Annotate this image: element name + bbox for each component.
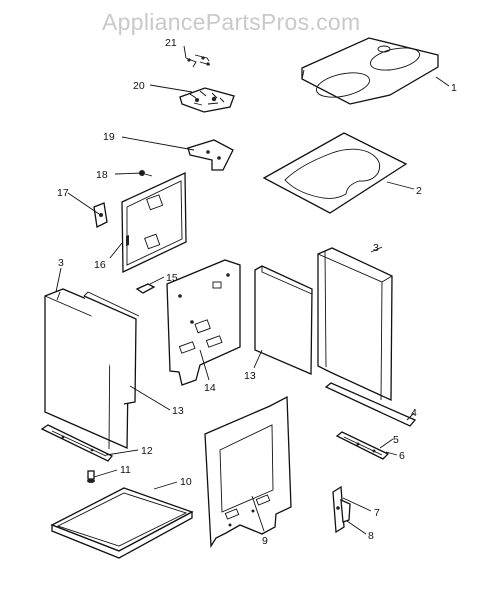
part-9-front-frame [204,395,292,549]
callout-15: 15 [166,272,178,284]
callout-4: 4 [411,407,417,419]
part-10-base-pan [50,487,194,559]
part-21-wire-clips [185,54,211,68]
callout-7: 7 [374,507,380,519]
callout-11: 11 [120,464,131,476]
callout-labels: 1 2 3 3 4 5 6 7 8 9 10 11 12 13 13 14 15… [57,37,457,547]
callout-8: 8 [368,530,374,542]
part-17-plate [93,202,108,228]
part-13-rear-panel-right [254,265,313,375]
part-5-6-rail [335,431,390,460]
callout-1: 1 [451,82,457,94]
part-3-side-panel-right [317,247,393,402]
callout-17: 17 [57,187,69,199]
part-20-terminal-block [179,87,235,113]
callout-3-left: 3 [58,257,64,269]
callout-3-right: 3 [373,242,379,254]
leader-lines [55,45,450,535]
callout-10: 10 [180,476,192,488]
callout-19: 19 [103,131,115,143]
part-1-cooktop [301,37,439,105]
callout-2: 2 [416,185,422,197]
callout-13-left: 13 [172,405,184,417]
callout-14: 14 [204,382,216,394]
watermark: AppliancePartsPros.com [102,9,361,35]
part-7-8-latch [332,485,351,534]
callout-21: 21 [165,37,177,49]
callout-13-right: 13 [244,370,256,382]
part-14-center-frame [166,259,241,386]
callout-12: 12 [141,445,153,457]
part-11-leveling-leg [87,470,95,483]
part-2-maintop [262,132,408,214]
callout-18: 18 [96,169,108,181]
part-4-trim-strip [324,382,417,427]
part-12-kick-strip [40,424,114,462]
callout-5: 5 [393,434,399,446]
callout-16: 16 [94,259,106,271]
callout-9: 9 [262,535,268,547]
callout-20: 20 [133,80,145,92]
part-13-liner-left [83,291,140,405]
part-15-clip [135,283,156,294]
part-16-back-panel [121,171,187,274]
part-19-bracket [187,139,234,171]
callout-6: 6 [399,450,405,462]
